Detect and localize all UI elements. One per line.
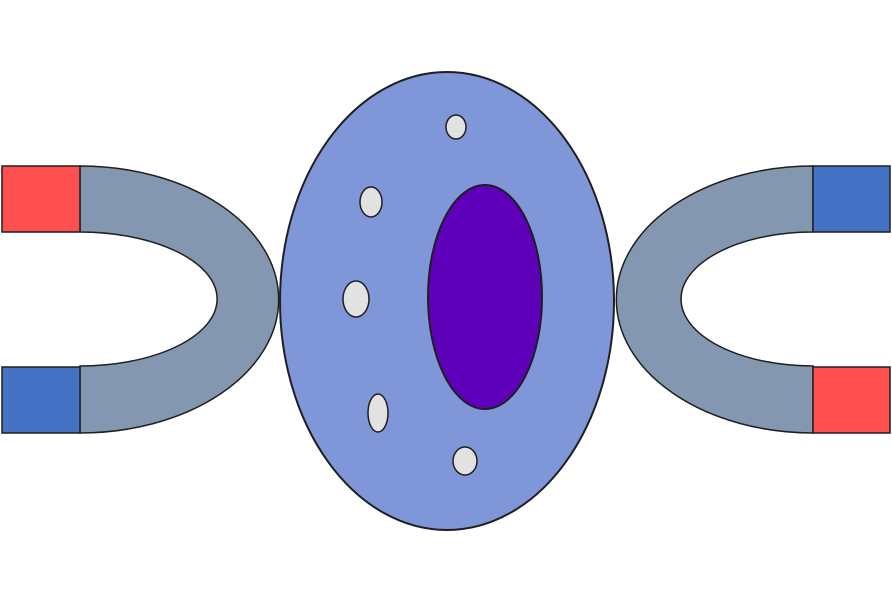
cell-particle	[367, 393, 389, 433]
left-horseshoe-magnet	[1, 165, 280, 434]
cell-nucleus	[427, 184, 543, 410]
cell	[279, 71, 615, 531]
cell-particle	[452, 446, 478, 476]
cell-particle	[342, 280, 370, 318]
left-magnet-body	[79, 165, 280, 434]
right-magnet-bottom-pole	[812, 366, 891, 434]
right-horseshoe-magnet	[615, 165, 891, 434]
cell-particle	[445, 114, 467, 140]
left-magnet-top-pole	[1, 165, 81, 233]
right-magnet-body	[615, 165, 814, 434]
right-magnet-top-pole	[812, 165, 891, 233]
cell-particle	[359, 186, 383, 218]
left-magnet-bottom-pole	[1, 366, 81, 434]
